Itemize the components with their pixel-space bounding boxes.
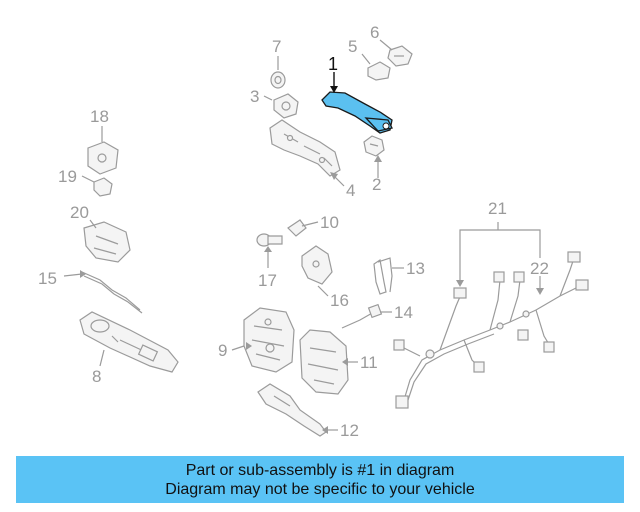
callout-3[interactable]: 3: [250, 87, 259, 106]
part-21-wiring-harness[interactable]: [393, 251, 589, 409]
part-19-nut[interactable]: [93, 177, 113, 197]
callout-11[interactable]: 11: [360, 353, 378, 372]
part-17-bolt[interactable]: [256, 233, 283, 247]
part-7-grommet[interactable]: [270, 71, 286, 89]
callout-14[interactable]: 14: [394, 303, 413, 322]
callout-21[interactable]: 21: [488, 199, 507, 218]
part-13-seal[interactable]: [373, 257, 393, 295]
callout-2[interactable]: 2: [372, 175, 381, 194]
callout-13[interactable]: 13: [406, 259, 425, 278]
callout-12[interactable]: 12: [340, 421, 359, 440]
part-8-inside-handle[interactable]: [79, 311, 179, 373]
part-16-bracket[interactable]: [301, 245, 333, 285]
callout-6[interactable]: 6: [370, 23, 379, 42]
part-11-lock-bracket[interactable]: [299, 329, 349, 395]
part-4-handle-frame[interactable]: [269, 119, 341, 177]
callout-20[interactable]: 20: [70, 203, 89, 222]
callout-22[interactable]: 22: [530, 259, 549, 278]
part-20-check-bracket[interactable]: [83, 221, 131, 263]
callout-16[interactable]: 16: [330, 291, 349, 310]
banner-line-2: Diagram may not be specific to your vehi…: [165, 480, 475, 498]
callout-19[interactable]: 19: [58, 167, 77, 186]
parts-diagram: 1 2 3 4 5 6 7: [38, 23, 589, 440]
banner-line-1: Part or sub-assembly is #1 in diagram: [185, 461, 455, 479]
arrow-1: [330, 86, 338, 93]
callout-15[interactable]: 15: [38, 269, 57, 288]
callout-17[interactable]: 17: [258, 271, 277, 290]
part-18-hinge[interactable]: [87, 141, 119, 175]
callout-5[interactable]: 5: [348, 37, 357, 56]
part-2-clip[interactable]: [363, 135, 385, 157]
part-3-gasket[interactable]: [273, 93, 299, 119]
callout-1[interactable]: 1: [328, 54, 338, 74]
callout-9[interactable]: 9: [218, 341, 227, 360]
callout-7[interactable]: 7: [272, 37, 281, 56]
part-14-cylinder-rod[interactable]: [341, 303, 383, 329]
part-9-lock-actuator[interactable]: [243, 307, 295, 373]
callout-10[interactable]: 10: [320, 213, 339, 232]
callout-18[interactable]: 18: [90, 107, 109, 126]
bracket-21: [459, 229, 541, 282]
part-10-screw[interactable]: [287, 219, 319, 237]
part-5-cap[interactable]: [367, 61, 391, 81]
part-6-cover[interactable]: [387, 45, 413, 67]
part-1-door-handle[interactable]: [321, 91, 393, 134]
part-15-cable[interactable]: [81, 271, 143, 314]
callout-4[interactable]: 4: [346, 181, 355, 200]
info-banner: Part or sub-assembly is #1 in diagram Di…: [16, 456, 624, 503]
callout-8[interactable]: 8: [92, 367, 101, 386]
